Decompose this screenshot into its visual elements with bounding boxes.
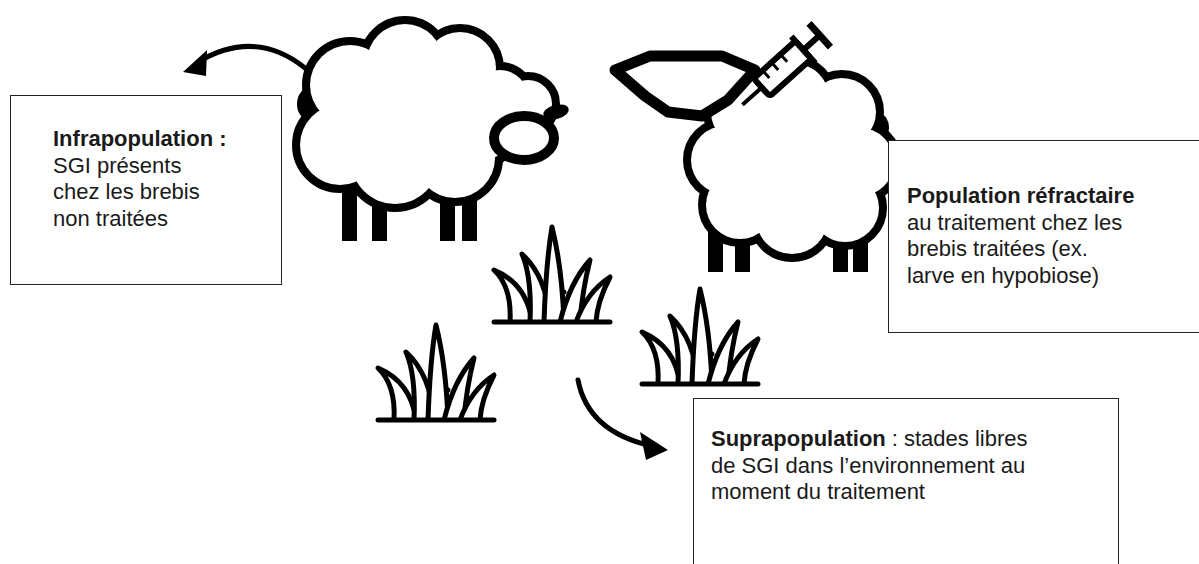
- box-heading: Population réfractaire: [907, 183, 1132, 210]
- box-heading: Infrapopulation :: [53, 126, 218, 153]
- text-holder: Suprapopulation: stades libres de SGI da…: [711, 426, 1051, 506]
- sheep-head: [615, 56, 755, 116]
- text-box: Population réfractaireau traitement chez…: [888, 140, 1199, 333]
- box-body: au traitement chez les brebis traitées (…: [907, 210, 1132, 290]
- box-body: SGI présents chez les brebis non traitée…: [53, 153, 218, 233]
- text-box: Suprapopulation: stades libres de SGI da…: [693, 398, 1119, 564]
- syringe-mark: [780, 54, 787, 61]
- syringe-mark: [772, 62, 779, 69]
- syringe-flange: [791, 37, 815, 64]
- box-heading: Suprapopulation: [711, 426, 886, 451]
- syringe-mark: [763, 70, 770, 77]
- arrow-head: [183, 50, 207, 76]
- text-box: Infrapopulation :SGI présents chez les b…: [10, 95, 282, 285]
- grass-tuft: [494, 227, 610, 322]
- sheep-untreated: [297, 24, 570, 241]
- sheep-ear: [542, 102, 571, 122]
- text-holder: Infrapopulation :SGI présents chez les b…: [53, 126, 218, 232]
- syringe-needle: [742, 87, 761, 104]
- sheep-face: [494, 116, 554, 160]
- grass-tuft: [642, 289, 758, 384]
- grass-tuft: [378, 325, 494, 420]
- curved-arrow: [198, 46, 305, 68]
- syringe: [730, 22, 831, 118]
- arrow-head: [640, 432, 668, 460]
- text-holder: Population réfractaireau traitement chez…: [907, 183, 1132, 289]
- sheep-treated: [615, 22, 894, 272]
- syringe-plunger: [809, 23, 830, 47]
